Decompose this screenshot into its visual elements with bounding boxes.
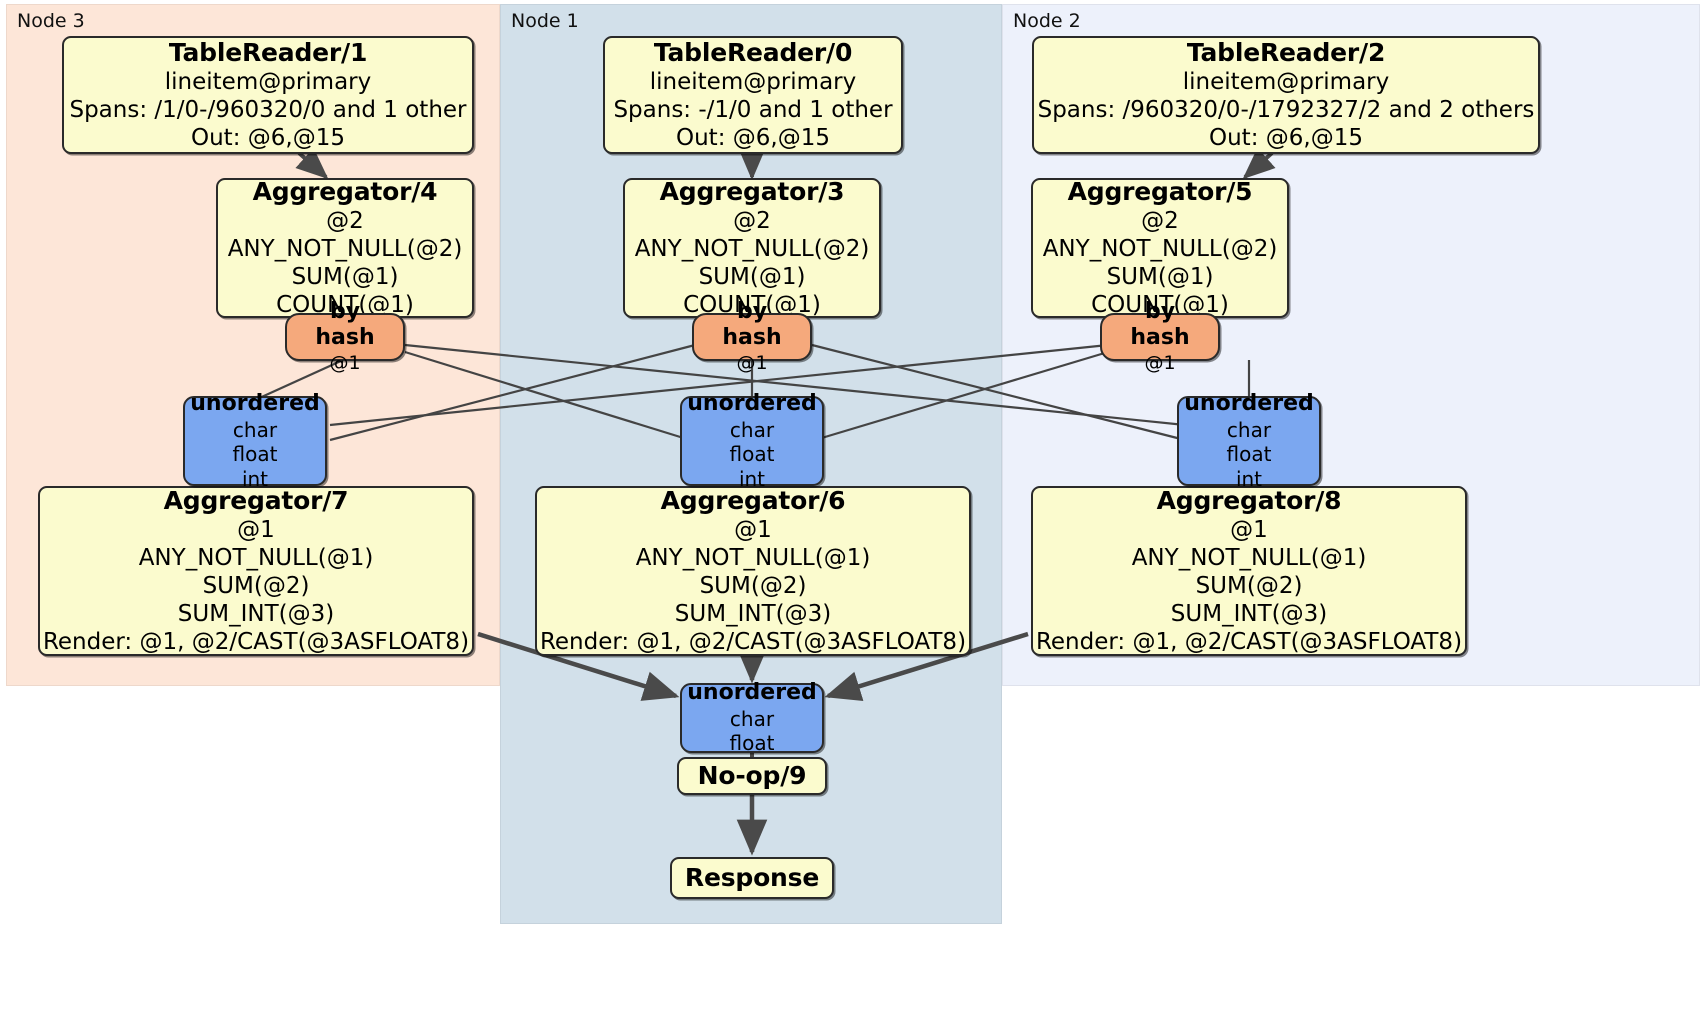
final-synchronizer[interactable]: unordered char float (680, 680, 824, 756)
table-reader-2-title: TableReader/2 (1186, 37, 1386, 67)
synchronizer-node-2-type-1: char (1226, 417, 1272, 442)
aggregator-6-title: Aggregator/6 (660, 485, 846, 515)
aggregator-4-title: Aggregator/4 (252, 176, 438, 206)
aggregator-3[interactable]: Aggregator/3 @2 ANY_NOT_NULL(@2) SUM(@1)… (623, 176, 881, 318)
panel-node-1-label: Node 1 (511, 10, 579, 32)
synchronizer-node-3-type-2: float (232, 442, 278, 467)
synchronizer-node-1-type-2: float (729, 442, 775, 467)
hash-router-node-2-title: by hash (1130, 298, 1190, 351)
synchronizer-node-1-type-1: char (729, 417, 775, 442)
panel-node-3-label: Node 3 (17, 10, 85, 32)
aggregator-8[interactable]: Aggregator/8 @1 ANY_NOT_NULL(@1) SUM(@2)… (1031, 486, 1467, 656)
aggregator-6[interactable]: Aggregator/6 @1 ANY_NOT_NULL(@1) SUM(@2)… (535, 486, 971, 656)
aggregator-5-title: Aggregator/5 (1067, 176, 1253, 206)
aggregator-7-group: @1 (237, 517, 275, 544)
aggregator-8-title: Aggregator/8 (1156, 485, 1342, 515)
hash-router-node-1-title: by hash (722, 298, 782, 351)
aggregator-7-agg-1: ANY_NOT_NULL(@1) (138, 545, 374, 572)
hash-router-node-3-title: by hash (315, 298, 375, 351)
table-reader-0-table: lineitem@primary (649, 69, 857, 96)
table-reader-1-table: lineitem@primary (164, 69, 372, 96)
aggregator-4[interactable]: Aggregator/4 @2 ANY_NOT_NULL(@2) SUM(@1)… (216, 176, 474, 318)
aggregator-4-group: @2 (326, 208, 364, 235)
hash-router-node-1-column: @1 (736, 352, 768, 375)
panel-node-2-label: Node 2 (1013, 10, 1081, 32)
no-op-9[interactable]: No-op/9 (677, 757, 827, 795)
hash-router-node-2[interactable]: by hash @1 (1100, 299, 1220, 374)
aggregator-3-group: @2 (733, 208, 771, 235)
aggregator-5-agg-2: SUM(@1) (1106, 264, 1214, 291)
aggregator-5[interactable]: Aggregator/5 @2 ANY_NOT_NULL(@2) SUM(@1)… (1031, 176, 1289, 318)
response-title: Response (684, 862, 820, 892)
final-synchronizer-title: unordered (687, 680, 817, 706)
aggregator-6-agg-3: SUM_INT(@3) (674, 601, 832, 628)
hash-router-node-1[interactable]: by hash @1 (692, 299, 812, 374)
aggregator-8-agg-1: ANY_NOT_NULL(@1) (1131, 545, 1367, 572)
aggregator-3-agg-2: SUM(@1) (698, 264, 806, 291)
aggregator-6-render: Render: @1, @2/CAST(@3ASFLOAT8) (539, 629, 967, 656)
synchronizer-node-3-type-1: char (232, 417, 278, 442)
aggregator-8-group: @1 (1230, 517, 1268, 544)
table-reader-0-title: TableReader/0 (653, 37, 853, 67)
synchronizer-node-1[interactable]: unordered char float int (680, 391, 824, 491)
synchronizer-node-1-type-3: int (738, 466, 766, 491)
synchronizer-node-1-title: unordered (687, 391, 817, 416)
synchronizer-node-2-type-2: float (1226, 442, 1272, 467)
aggregator-4-agg-1: ANY_NOT_NULL(@2) (227, 236, 463, 263)
synchronizer-node-3-type-3: int (241, 466, 269, 491)
aggregator-8-agg-3: SUM_INT(@3) (1170, 601, 1328, 628)
hash-router-node-3[interactable]: by hash @1 (285, 299, 405, 374)
synchronizer-node-3[interactable]: unordered char float int (183, 391, 327, 491)
table-reader-1-title: TableReader/1 (168, 37, 368, 67)
table-reader-0-spans: Spans: -/1/0 and 1 other (613, 97, 893, 124)
aggregator-6-agg-1: ANY_NOT_NULL(@1) (635, 545, 871, 572)
no-op-9-title: No-op/9 (697, 760, 807, 790)
table-reader-0-out: Out: @6,@15 (676, 125, 830, 152)
hash-router-node-2-column: @1 (1144, 352, 1176, 375)
table-reader-1[interactable]: TableReader/1 lineitem@primary Spans: /1… (62, 36, 474, 154)
table-reader-2-spans: Spans: /960320/0-/1792327/2 and 2 others (1037, 97, 1535, 124)
aggregator-4-agg-2: SUM(@1) (291, 264, 399, 291)
response-box[interactable]: Response (670, 857, 834, 899)
synchronizer-node-3-title: unordered (190, 391, 320, 416)
synchronizer-node-2-title: unordered (1184, 391, 1314, 416)
aggregator-8-render: Render: @1, @2/CAST(@3ASFLOAT8) (1035, 629, 1463, 656)
aggregator-3-title: Aggregator/3 (659, 176, 845, 206)
hash-router-node-3-column: @1 (329, 352, 361, 375)
table-reader-2-table: lineitem@primary (1182, 69, 1390, 96)
aggregator-7-agg-2: SUM(@2) (202, 573, 310, 600)
aggregator-7-title: Aggregator/7 (163, 485, 349, 515)
table-reader-2[interactable]: TableReader/2 lineitem@primary Spans: /9… (1032, 36, 1540, 154)
table-reader-0[interactable]: TableReader/0 lineitem@primary Spans: -/… (603, 36, 903, 154)
aggregator-6-agg-2: SUM(@2) (699, 573, 807, 600)
aggregator-7-render: Render: @1, @2/CAST(@3ASFLOAT8) (42, 629, 470, 656)
synchronizer-node-2-type-3: int (1235, 466, 1263, 491)
aggregator-7-agg-3: SUM_INT(@3) (177, 601, 335, 628)
aggregator-7[interactable]: Aggregator/7 @1 ANY_NOT_NULL(@1) SUM(@2)… (38, 486, 474, 656)
table-reader-1-out: Out: @6,@15 (191, 125, 345, 152)
aggregator-6-group: @1 (734, 517, 772, 544)
aggregator-5-group: @2 (1141, 208, 1179, 235)
aggregator-8-agg-2: SUM(@2) (1195, 573, 1303, 600)
final-synchronizer-type-2: float (729, 731, 775, 756)
synchronizer-node-2[interactable]: unordered char float int (1177, 391, 1321, 491)
final-synchronizer-type-1: char (729, 707, 775, 732)
table-reader-1-spans: Spans: /1/0-/960320/0 and 1 other (69, 97, 467, 124)
aggregator-3-agg-1: ANY_NOT_NULL(@2) (634, 236, 870, 263)
table-reader-2-out: Out: @6,@15 (1209, 125, 1363, 152)
aggregator-5-agg-1: ANY_NOT_NULL(@2) (1042, 236, 1278, 263)
